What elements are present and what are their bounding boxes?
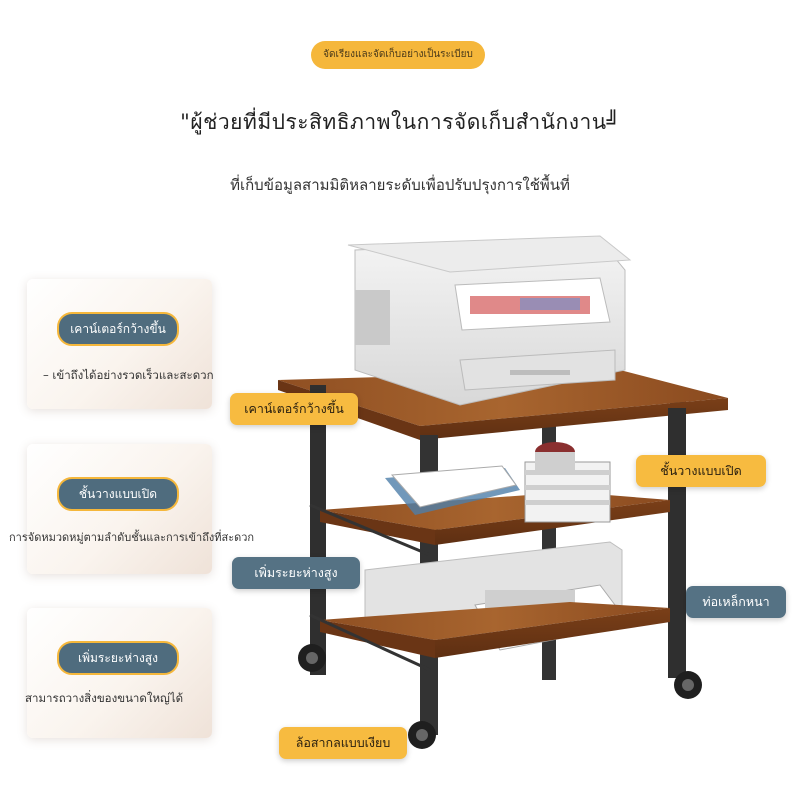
callout-height-spacing: เพิ่มระยะห่างสูง (232, 557, 360, 589)
feature-card-open-shelf: ชั้นวางแบบเปิด การจัดหมวดหมู่ตามลำดับชั้… (9, 444, 254, 574)
feature-title: เพิ่มระยะห่างสูง (57, 641, 179, 675)
printer-icon (347, 235, 632, 406)
callout-thick-steel: ท่อเหล็กหนา (686, 586, 786, 618)
page-subtitle: ที่เก็บข้อมูลสามมิติหลายระดับเพื่อปรับปร… (230, 176, 570, 194)
callout-open-shelf: ชั้นวางแบบเปิด (636, 455, 766, 487)
feature-card-wider-counter: เคาน์เตอร์กว้างขึ้น – เข้าถึงได้อย่างรวด… (27, 279, 214, 409)
top-shelf (278, 370, 728, 426)
feature-text: – เข้าถึงได้อย่างรวดเร็วและสะดวก (43, 368, 214, 382)
feature-text: การจัดหมวดหมู่ตามลำดับชั้นและการเข้าถึงท… (9, 531, 255, 544)
feature-card-height-spacing: เพิ่มระยะห่างสูง สามารถวางสิ่งของขนาดใหญ… (25, 608, 212, 738)
wheel-icon (298, 644, 702, 749)
feature-title: ชั้นวางแบบเปิด (57, 477, 179, 511)
bottom-shelf (320, 602, 670, 640)
front-leg (668, 408, 686, 678)
feature-text: สามารถวางสิ่งของขนาดใหญ่ได้ (25, 691, 184, 705)
feature-title: เคาน์เตอร์กว้างขึ้น (57, 312, 179, 346)
callout-silent-wheels: ล้อสากลแบบเงียบ (279, 727, 407, 759)
top-badge: จัดเรียงและจัดเก็บอย่างเป็นระเบียบ (311, 41, 485, 69)
front-leg (310, 385, 326, 675)
page-title: "ผู้ช่วยที่มีประสิทธิภาพในการจัดเก็บสำนั… (180, 110, 620, 134)
documents (385, 442, 611, 523)
callout-wider-counter: เคาน์เตอร์กว้างขึ้น (230, 393, 358, 425)
printer-stand-illustration (278, 235, 728, 749)
